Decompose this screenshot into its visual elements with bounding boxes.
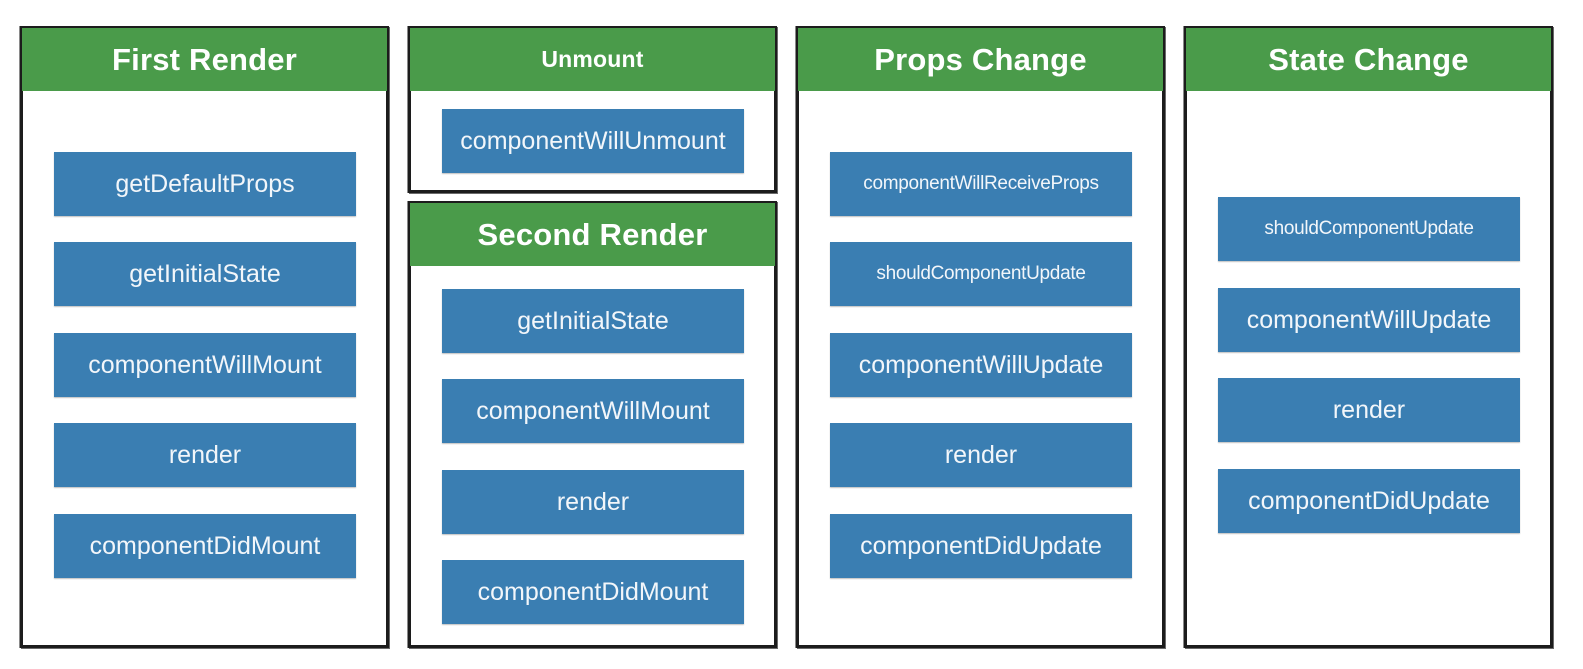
method-get-initial-state: getInitialState (442, 289, 744, 353)
panel-second-render: Second Render getInitialState componentW… (408, 201, 777, 648)
method-render: render (442, 470, 744, 534)
method-should-component-update: shouldComponentUpdate (1218, 197, 1520, 261)
method-render: render (54, 423, 356, 487)
method-component-will-update: componentWillUpdate (830, 333, 1132, 397)
method-component-will-receive-props: componentWillReceiveProps (830, 152, 1132, 216)
panel-props-change: Props Change componentWillReceiveProps s… (796, 26, 1165, 648)
method-should-component-update: shouldComponentUpdate (830, 242, 1132, 306)
method-render: render (830, 423, 1132, 487)
panel-title-unmount: Unmount (410, 28, 775, 91)
panel-title-state-change: State Change (1186, 28, 1551, 91)
method-render: render (1218, 378, 1520, 442)
panel-first-render: First Render getDefaultProps getInitialS… (20, 26, 389, 648)
method-component-did-mount: componentDidMount (442, 560, 744, 624)
panel-title-first-render: First Render (22, 28, 387, 91)
method-component-will-mount: componentWillMount (442, 379, 744, 443)
method-component-did-update: componentDidUpdate (830, 514, 1132, 578)
panel-title-second-render: Second Render (410, 203, 775, 266)
panel-title-props-change: Props Change (798, 28, 1163, 91)
method-component-did-update: componentDidUpdate (1218, 469, 1520, 533)
method-component-did-mount: componentDidMount (54, 514, 356, 578)
panel-unmount: Unmount componentWillUnmount (408, 26, 777, 193)
method-get-default-props: getDefaultProps (54, 152, 356, 216)
panel-state-change: State Change shouldComponentUpdate compo… (1184, 26, 1553, 648)
method-get-initial-state: getInitialState (54, 242, 356, 306)
method-component-will-update: componentWillUpdate (1218, 288, 1520, 352)
method-component-will-mount: componentWillMount (54, 333, 356, 397)
method-component-will-unmount: componentWillUnmount (442, 109, 744, 173)
